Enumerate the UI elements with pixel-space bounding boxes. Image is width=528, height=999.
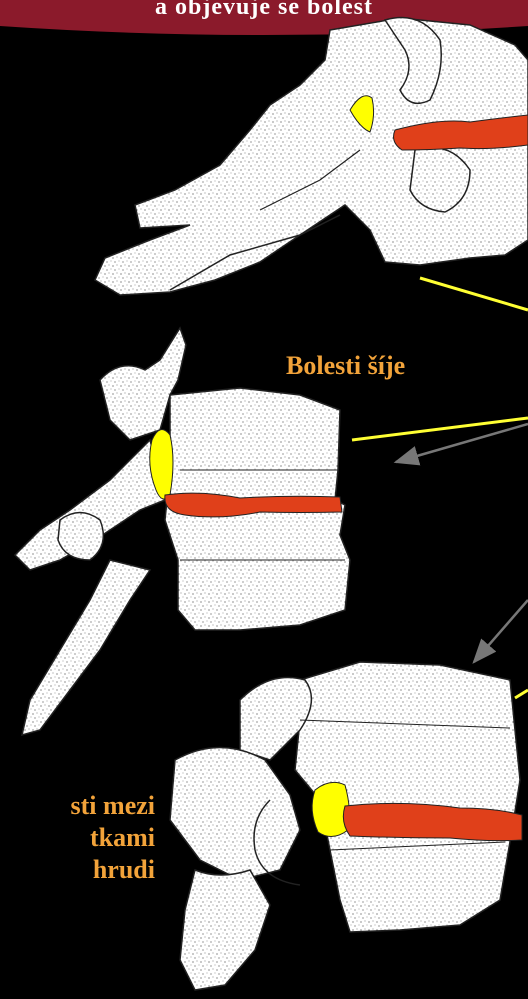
pointer-line-lower <box>515 690 528 698</box>
label-chest-pain: sti mezi tkami hrudi <box>0 790 155 886</box>
lumbar-vertebra <box>170 662 522 990</box>
label-chest-pain-line-3: hrudi <box>0 854 155 886</box>
pointer-line-middle <box>352 418 528 440</box>
pointer-line-top <box>420 278 528 310</box>
label-chest-pain-line-2: tkami <box>0 822 155 854</box>
banner-title: a objevuje se bolest <box>0 0 528 22</box>
arrow-lower <box>474 600 528 662</box>
label-neck-pain: Bolesti šíje <box>286 350 405 382</box>
arrow-middle <box>396 424 528 462</box>
thoracic-vertebra <box>15 328 350 735</box>
cervical-vertebra <box>95 18 528 296</box>
label-chest-pain-line-1: sti mezi <box>0 790 155 822</box>
